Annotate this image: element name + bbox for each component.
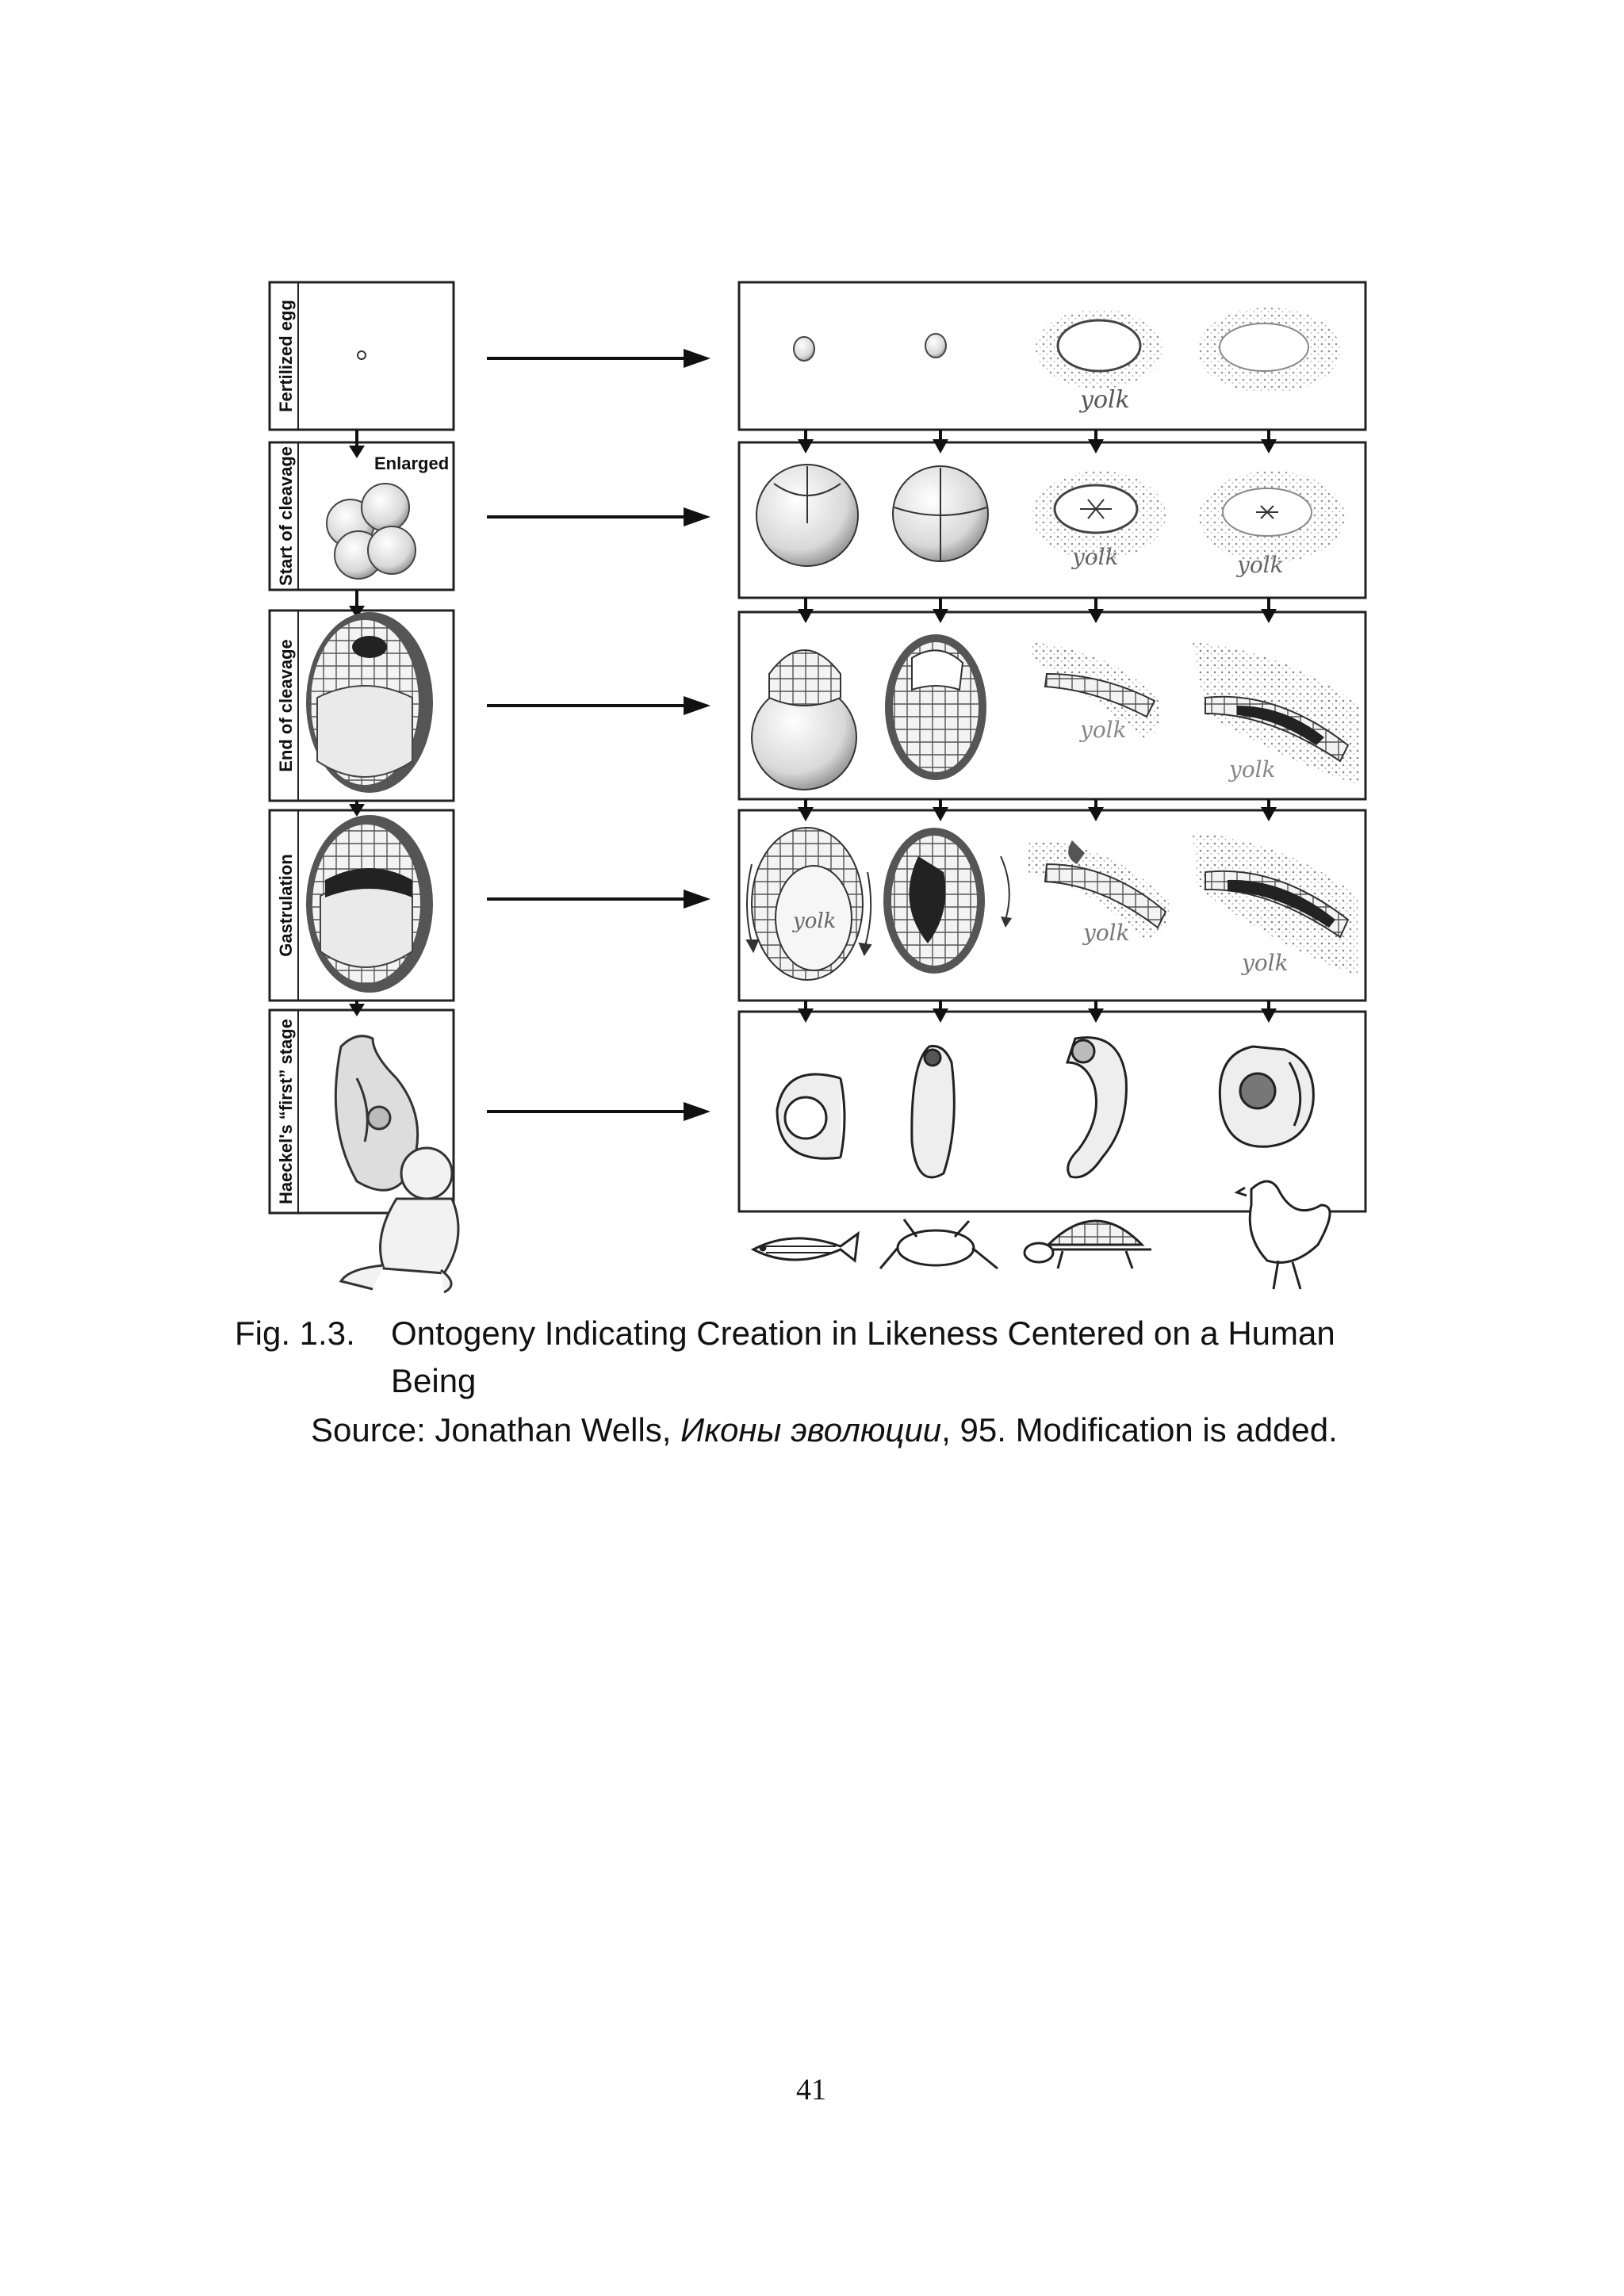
turtle-egg-icon xyxy=(1036,309,1162,388)
fish-blastula-icon xyxy=(752,650,856,790)
svg-text:yolk: yolk xyxy=(1078,717,1127,743)
fish-cleavage-icon xyxy=(756,465,858,566)
left-cleavage-cells-icon xyxy=(327,484,416,579)
left-box-1 xyxy=(270,282,454,430)
svg-text:yolk: yolk xyxy=(1071,544,1119,570)
frog-icon xyxy=(880,1219,998,1269)
left-blastula-icon xyxy=(306,612,433,793)
chicken-embryo-icon xyxy=(1220,1047,1313,1146)
chicken-blastoderm-icon: yolk xyxy=(1193,642,1359,785)
figure-title-line-1: Ontogeny Indicating Creation in Likeness… xyxy=(391,1314,1335,1353)
frog-cleavage-icon xyxy=(893,466,988,561)
yolk-label: yolk xyxy=(1078,386,1130,414)
stage-label-start-of-cleavage: Start of cleavage xyxy=(276,446,296,586)
svg-text:yolk: yolk xyxy=(792,909,836,933)
chicken-gastrula-icon: yolk xyxy=(1193,832,1358,976)
left-fertilized-egg-icon xyxy=(358,351,366,359)
figure-number: Fig. 1.3. xyxy=(235,1314,355,1353)
horizontal-arrows xyxy=(487,349,710,1121)
stage-label-fertilized-egg: Fertilized egg xyxy=(276,300,296,412)
fish-egg-icon xyxy=(794,337,814,361)
fish-icon xyxy=(753,1234,858,1261)
stage-label-end-of-cleavage: End of cleavage xyxy=(276,639,296,772)
stage-label-haeckel-first-stage: Haeckel's “first” stage xyxy=(276,1019,296,1204)
turtle-icon xyxy=(1025,1221,1151,1269)
svg-text:yolk: yolk xyxy=(1082,920,1130,946)
turtle-gastrula-icon: yolk xyxy=(1028,840,1170,946)
left-gastrula-icon xyxy=(306,815,433,993)
chicken-egg-icon xyxy=(1197,308,1340,393)
enlarged-label: Enlarged xyxy=(374,453,449,473)
source-suffix: , 95. Modification is added. xyxy=(941,1411,1338,1448)
right-panel: yolk yolk yolk xyxy=(739,282,1365,1289)
turtle-cleavage-icon: yolk xyxy=(1032,471,1166,570)
chicken-icon xyxy=(1237,1181,1330,1289)
frog-embryo-icon xyxy=(912,1046,954,1177)
turtle-embryo-icon xyxy=(1067,1038,1126,1177)
stage-label-gastrulation: Gastrulation xyxy=(276,854,296,957)
svg-text:yolk: yolk xyxy=(1235,552,1284,578)
source-prefix: Source: Jonathan Wells, xyxy=(311,1411,680,1448)
source-book-title: Иконы эволюции xyxy=(680,1411,941,1448)
figure-title-line-2: Being xyxy=(391,1362,476,1400)
frog-blastula-icon xyxy=(885,634,986,780)
chicken-cleavage-icon: yolk xyxy=(1199,471,1345,578)
svg-text:yolk: yolk xyxy=(1240,950,1289,976)
page-number: 41 xyxy=(796,2072,826,2107)
fish-gastrula-icon: yolk xyxy=(747,828,871,980)
svg-text:yolk: yolk xyxy=(1228,756,1276,783)
frog-gastrula-icon xyxy=(883,828,1012,974)
left-panel-column: Fertilized egg Start of cleavage End of … xyxy=(270,282,458,1292)
fish-embryo-icon xyxy=(777,1074,845,1158)
frog-egg-icon xyxy=(925,334,946,358)
figure-source: Source: Jonathan Wells, Иконы эволюции, … xyxy=(311,1411,1338,1449)
turtle-blastoderm-icon: yolk xyxy=(1031,642,1160,743)
